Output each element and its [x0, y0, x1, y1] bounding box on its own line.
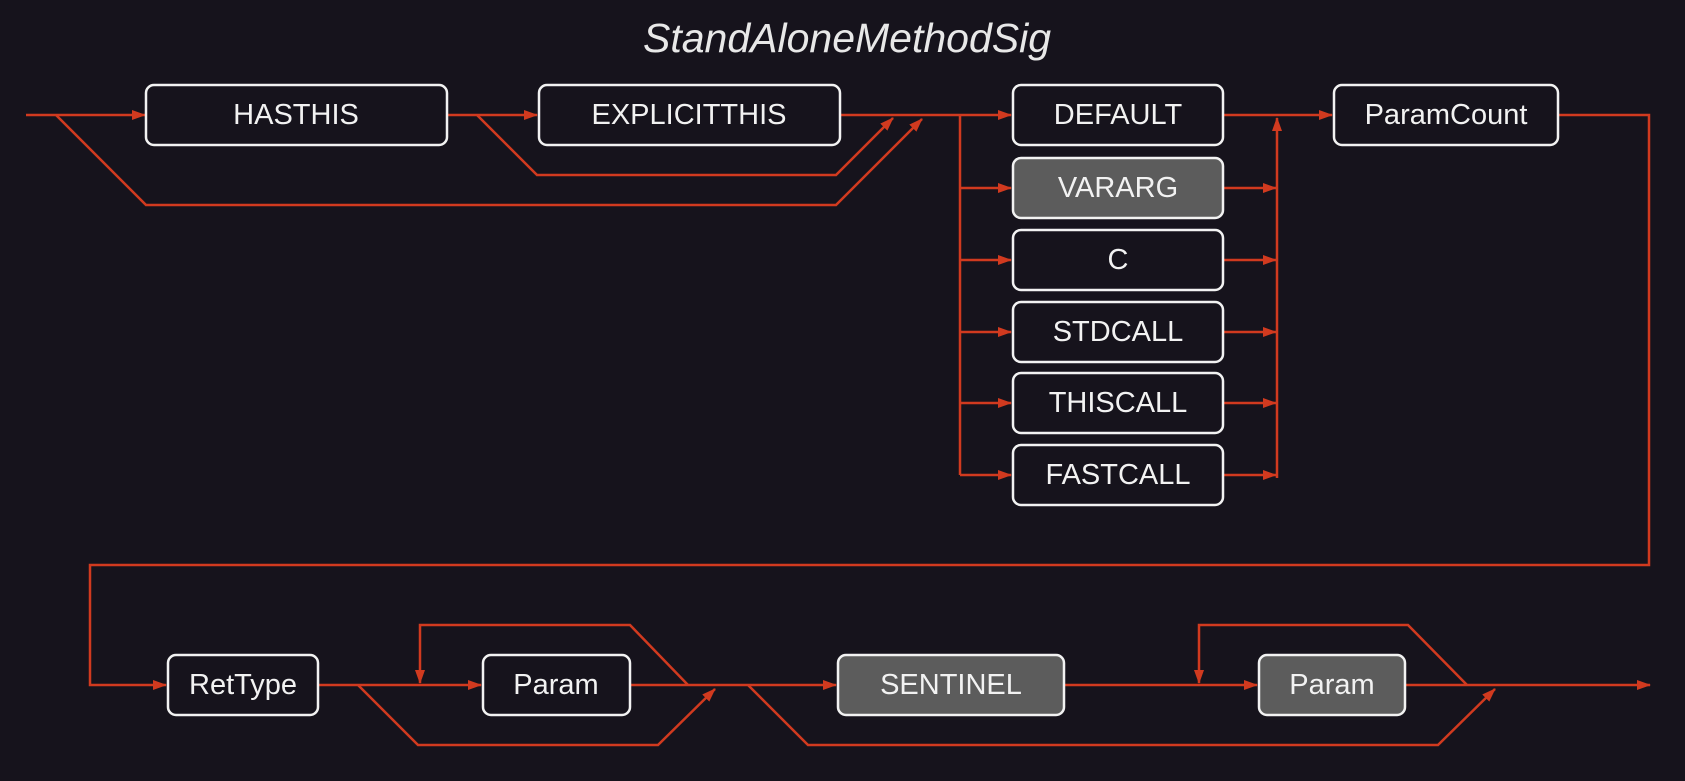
- node-sentinel: SENTINEL: [836, 653, 1066, 717]
- node-c: C: [1011, 228, 1225, 292]
- svg-text:C: C: [1108, 244, 1129, 276]
- connectors-bottom: [318, 623, 1651, 747]
- svg-text:DEFAULT: DEFAULT: [1054, 99, 1183, 131]
- svg-text:FASTCALL: FASTCALL: [1045, 459, 1190, 491]
- svg-text:ParamCount: ParamCount: [1365, 99, 1528, 131]
- node-rettype: RetType: [166, 653, 320, 717]
- node-default: DEFAULT: [1011, 83, 1225, 147]
- connectors-top: [26, 110, 1651, 690]
- svg-text:Param: Param: [513, 669, 598, 701]
- svg-text:HASTHIS: HASTHIS: [233, 99, 359, 131]
- svg-text:EXPLICITTHIS: EXPLICITTHIS: [592, 99, 787, 131]
- node-stdcall: STDCALL: [1011, 300, 1225, 364]
- diagram-title: StandAloneMethodSig: [643, 15, 1051, 61]
- node-paramcount: ParamCount: [1332, 83, 1560, 147]
- node-fastcall: FASTCALL: [1011, 443, 1225, 507]
- node-param-2: Param: [1257, 653, 1407, 717]
- svg-text:VARARG: VARARG: [1058, 172, 1178, 204]
- svg-text:SENTINEL: SENTINEL: [880, 669, 1022, 701]
- svg-text:THISCALL: THISCALL: [1049, 387, 1188, 419]
- svg-text:RetType: RetType: [189, 669, 297, 701]
- node-hasthis: HASTHIS: [144, 83, 449, 147]
- node-vararg: VARARG: [1011, 156, 1225, 220]
- node-explicitthis: EXPLICITTHIS: [537, 83, 842, 147]
- svg-text:STDCALL: STDCALL: [1053, 316, 1184, 348]
- node-param-1: Param: [481, 653, 632, 717]
- svg-text:Param: Param: [1289, 669, 1374, 701]
- node-thiscall: THISCALL: [1011, 371, 1225, 435]
